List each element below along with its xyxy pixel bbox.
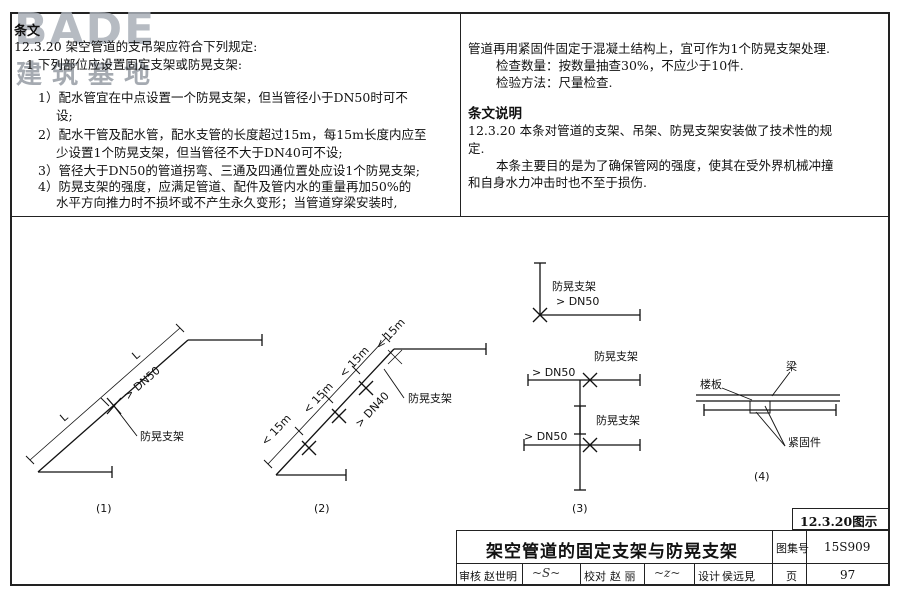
explanation-line: 和自身水力冲击时也不至于损伤.: [468, 175, 647, 190]
design-name: 侯远見: [722, 570, 755, 583]
figure-1-pipe: [25, 323, 263, 478]
label-length: L: [57, 410, 71, 424]
title-block-top: [456, 530, 890, 531]
label-sway-brace: 防晃支架: [596, 413, 640, 427]
caption-4: (4): [754, 470, 770, 483]
text-area-divider: [10, 216, 890, 217]
clause-line: 2）配水干管及配水管，配水支管的长度超过15m，每15m长度内应至: [38, 127, 427, 142]
clause-line: 检查数量：按数量抽查30%，不应少于10件.: [496, 58, 744, 73]
figure-reference: 12.3.20图示: [800, 514, 878, 529]
label-lt-15m: < 15m: [337, 344, 372, 380]
clause-line: 水平方向推力时不损坏或不产生永久变形；当管道穿梁安装时,: [56, 195, 398, 210]
explanation-heading: 条文说明: [468, 106, 522, 122]
title-block-col: [772, 530, 773, 586]
label-lt-15m: < 15m: [373, 316, 408, 352]
atlas-label: 图集号: [776, 542, 809, 555]
clause-intro: 12.3.20 架空管道的支吊架应符合下列规定:: [14, 39, 258, 54]
title-block-left: [456, 530, 457, 586]
text-column-divider: [460, 12, 461, 216]
clause-line: 检验方法：尺量检查.: [496, 75, 613, 90]
label-dn40: > DN40: [353, 389, 392, 430]
clause-line: 少设置1个防晃支架，但当管径不大于DN40可不设;: [56, 145, 343, 160]
clause-line: 设;: [56, 108, 73, 123]
label-dn50: > DN50: [121, 364, 162, 402]
clause-item-1-lead: 1 下列部位应设置固定支架或防晃支架:: [26, 57, 243, 72]
check-signature: ~z~: [654, 566, 681, 580]
title-block-col: [806, 530, 807, 586]
review-label: 审核: [459, 570, 481, 583]
drawing-title: 架空管道的固定支架与防晃支架: [486, 542, 738, 562]
explanation-line: 定.: [468, 141, 485, 156]
label-dn50: > DN50: [556, 295, 599, 308]
title-block-cell: [580, 563, 581, 586]
atlas-number: 15S909: [824, 540, 871, 554]
drawing-frame: [10, 12, 890, 586]
caption-3: (3): [572, 502, 588, 515]
check-name: 赵 丽: [610, 570, 636, 583]
review-name: 赵世明: [484, 570, 517, 583]
caption-1: (1): [96, 502, 112, 515]
clause-line: 管道再用紧固件固定于混凝土结构上，宜可作为1个防晃支架处理.: [468, 41, 830, 56]
caption-2: (2): [314, 502, 330, 515]
explanation-line: 12.3.20 本条对管道的支架、吊架、防晃支架安装做了技术性的规: [468, 123, 833, 138]
explanation-line: 本条主要目的是为了确保管网的强度，使其在受外界机械冲撞: [496, 158, 834, 173]
check-label: 校对: [584, 570, 606, 583]
section-heading: 条文: [14, 24, 41, 39]
page-label: 页: [786, 570, 797, 583]
label-sway-brace: 防晃支架: [408, 391, 452, 405]
label-fastener: 紧固件: [788, 436, 821, 449]
label-sway-brace: 防晃支架: [594, 349, 638, 363]
label-dn50: > DN50: [532, 366, 575, 379]
design-label: 设计: [698, 570, 720, 583]
figure-reference-box: [792, 508, 890, 530]
title-block-mid: [456, 563, 890, 564]
label-sway-brace: 防晃支架: [140, 429, 184, 443]
clause-line: 4）防晃支架的强度，应满足管道、配件及管内水的重量再加50%的: [38, 179, 412, 194]
label-beam: 梁: [786, 359, 797, 373]
clause-line: 3）管径大于DN50的管道拐弯、三通及四通位置处应设1个防晃支架;: [38, 163, 420, 178]
clause-line: 1）配水管宜在中点设置一个防晃支架，但当管径小于DN50时可不: [38, 90, 408, 105]
label-floor-slab: 楼板: [700, 377, 722, 391]
page-number: 97: [840, 568, 856, 582]
figure-2-pipe: [263, 333, 487, 481]
title-block-cell: [522, 563, 523, 586]
watermark-logo: BADE 建筑基地: [14, 4, 161, 90]
review-signature: ~S~: [532, 566, 561, 580]
label-dn50: > DN50: [524, 430, 567, 443]
figure-3-pipes: [523, 262, 641, 491]
figure-4-floor-beam: [696, 371, 840, 447]
label-length: L: [129, 348, 143, 362]
title-block-cell: [694, 563, 695, 586]
label-sway-brace: 防晃支架: [552, 279, 596, 293]
title-block-cell: [644, 563, 645, 586]
